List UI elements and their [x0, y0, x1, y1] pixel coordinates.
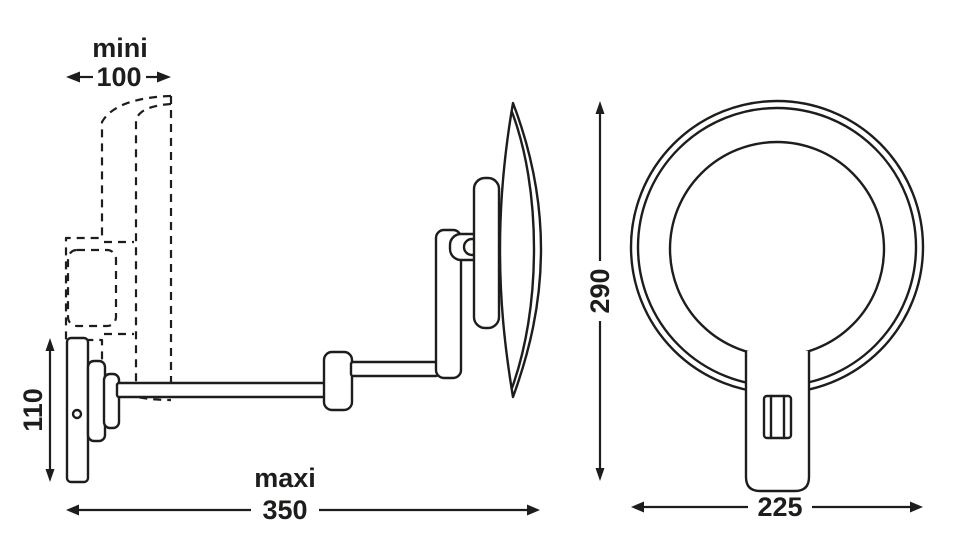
dimension-front-width-value: 225 — [757, 492, 802, 522]
arrow-left-icon — [631, 501, 644, 513]
dimension-maxi-value: 350 — [262, 495, 307, 525]
dimension-maxi-label: maxi — [254, 463, 316, 493]
dimension-plate-height-110: 110 — [18, 338, 55, 482]
dimension-mini-100: mini 100 — [66, 33, 171, 92]
mirror-dish-inner-line — [510, 110, 536, 390]
lower-arm-bar — [115, 381, 328, 399]
arrow-down-icon — [595, 468, 605, 481]
mount-bracket — [86, 359, 107, 443]
wall-mount — [65, 336, 121, 484]
mirror-glass-edge — [668, 140, 886, 358]
dimension-plate-height-value: 110 — [18, 388, 48, 432]
mirror-outer-rim — [629, 99, 925, 395]
dimension-mini-label: mini — [92, 33, 148, 63]
articulated-arm — [115, 176, 501, 412]
folded-hub-dashed — [66, 248, 118, 328]
dimension-front-width-225: 225 — [631, 492, 923, 522]
folded-hub-dashed-lines — [104, 240, 134, 336]
arrow-right-icon — [527, 504, 540, 516]
arrow-right-icon — [910, 501, 923, 513]
screw-hole — [71, 408, 83, 420]
arrow-up-icon — [45, 338, 55, 351]
folded-mirror-back-outline — [64, 94, 172, 402]
arrow-up-icon — [595, 101, 605, 114]
arrow-down-icon — [45, 469, 55, 482]
dimension-overall-height-value: 290 — [585, 268, 615, 313]
bracket-slider-knob-lines — [769, 394, 786, 440]
dimension-mini-value: 100 — [96, 62, 141, 92]
upper-arm-bar — [349, 360, 440, 378]
mirror-outer-rim-inner-edge — [636, 106, 918, 388]
mirror-front-view — [629, 99, 925, 493]
folded-mirror-inner-line — [134, 102, 172, 398]
mirror-head-side-view — [498, 101, 543, 399]
dimension-overall-height-290: 290 — [585, 101, 615, 481]
mount-knuckle — [102, 372, 121, 430]
elbow-joint — [322, 350, 354, 412]
mirror-dish-profile — [498, 101, 543, 399]
arrow-right-icon — [157, 71, 171, 83]
mirror-hub-plate — [472, 176, 501, 330]
dimension-maxi-350: maxi 350 — [66, 463, 540, 525]
arrow-left-icon — [66, 504, 79, 516]
bracket-slider-knob — [762, 394, 793, 440]
pivot-column — [434, 228, 463, 380]
arrow-left-icon — [66, 71, 80, 83]
